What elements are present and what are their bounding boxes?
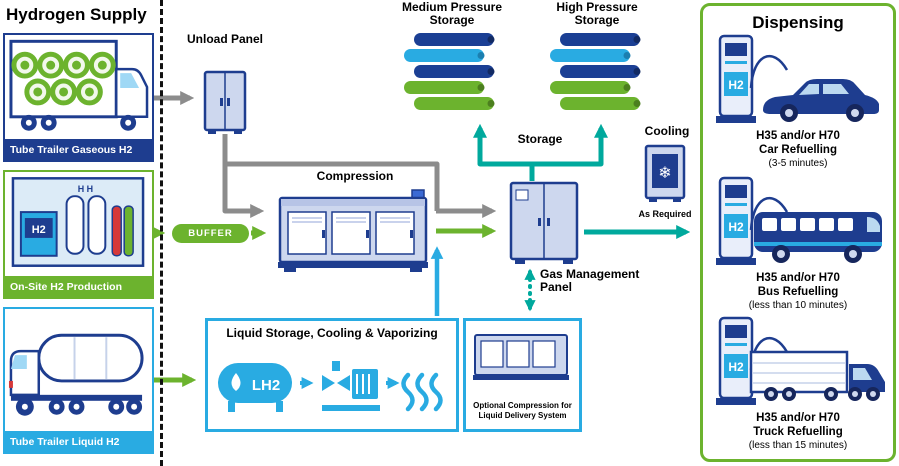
dispenser-h2-label: H2: [728, 78, 744, 92]
dispenser-icon: H2: [716, 176, 756, 265]
station-pressures: H35 and/or H70: [756, 130, 840, 142]
station-duration: (3-5 minutes): [768, 157, 828, 169]
cooling-note: As Required: [638, 209, 692, 219]
cooling-unit: ❄: [644, 144, 686, 202]
dispensing-title: Dispensing: [752, 13, 844, 32]
dispenser-icon: H2: [716, 34, 756, 123]
liquid-system-title: Liquid Storage, Cooling & Vaporizing: [226, 326, 438, 340]
arrow-gmp-to-high-storage: [529, 123, 608, 181]
supply-divider: [160, 0, 163, 466]
dispenser-h2-label: H2: [728, 220, 744, 234]
gas-cylinder-red: [111, 205, 122, 257]
liquid-trailer-illustration: [8, 333, 144, 416]
station-truck: H2 H35 and/or H70 Truck Refuel: [703, 316, 893, 460]
electrolyzer-h2-label: H2: [32, 224, 46, 236]
hose: [749, 196, 789, 231]
gas-management-label: Gas Management Panel: [540, 267, 640, 295]
medium-pressure-storage-label: Medium Pressure Storage: [401, 0, 503, 28]
storage-tank: [87, 195, 107, 255]
optional-compression-label: Optional Compression for Liquid Delivery…: [473, 401, 572, 420]
lh2-label: LH2: [252, 377, 280, 394]
supply-card-label: Tube Trailer Gaseous H2: [4, 139, 153, 161]
gas-cylinder-green: [123, 205, 134, 257]
bus-icon: [754, 212, 882, 263]
gas-management-cabinet: [509, 181, 579, 264]
onsite-production-illustration: H H H2: [11, 177, 145, 267]
snowflake-icon: ❄: [658, 165, 671, 182]
storage-label: Storage: [517, 132, 563, 146]
station-pressures: H35 and/or H70: [756, 272, 840, 284]
station-vehicle: Truck Refuelling: [753, 425, 843, 438]
liquid-system-icons: LH2: [218, 361, 443, 412]
cooling-label: Cooling: [644, 124, 690, 138]
high-pressure-storage-label: High Pressure Storage: [556, 0, 638, 28]
lh2-tank-icon: LH2: [218, 363, 292, 412]
station-vehicle: Bus Refuelling: [757, 285, 839, 298]
supply-card-onsite-production: H H H2 On-Site H2 Production: [3, 170, 154, 299]
car-icon: [763, 79, 879, 122]
station-vehicle: Car Refuelling: [759, 143, 837, 156]
compression-label: Compression: [316, 169, 394, 183]
storage-tank: [65, 195, 85, 255]
optional-compression-box: Optional Compression for Liquid Delivery…: [463, 318, 582, 432]
truck-icon: [749, 350, 885, 401]
station-car: H2 H35 and/or H70 Car Refuelling (3-5 mi…: [703, 34, 893, 174]
unload-panel-label: Unload Panel: [186, 32, 263, 46]
tank-body: [37, 333, 144, 383]
station-bus: H2 H35 and/or H70 Bus Refuel: [703, 176, 893, 316]
medium-pressure-tubes: [404, 33, 495, 110]
station-pressures: H35 and/or H70: [756, 412, 840, 424]
tank-labels: H H: [78, 184, 93, 194]
dispensing-box: Dispensing H2 H35 and/or: [700, 3, 896, 462]
compression-unit: [278, 189, 428, 272]
supply-card-gaseous-trailer: Tube Trailer Gaseous H2: [3, 33, 154, 162]
optional-compression-unit: [472, 334, 569, 380]
supply-card-liquid-trailer: Tube Trailer Liquid H2: [3, 307, 154, 454]
tail-light: [8, 380, 13, 388]
pump-icon: [322, 361, 380, 411]
vaporizer-icon: [401, 372, 443, 412]
station-duration: (less than 10 minutes): [748, 299, 848, 311]
hose: [749, 54, 789, 89]
buffer-pill: BUFFER: [172, 224, 249, 243]
supply-title: Hydrogen Supply: [6, 5, 147, 24]
tube-end-icons: [11, 51, 116, 106]
high-pressure-tubes: [550, 33, 641, 110]
supply-card-label: On-Site H2 Production: [4, 276, 153, 298]
unload-panel-cabinet: [203, 70, 247, 134]
gaseous-trailer-illustration: [9, 39, 149, 131]
storage-tube: [550, 33, 641, 110]
storage-tube: [404, 33, 495, 110]
station-duration: (less than 15 minutes): [748, 439, 848, 451]
dispenser-h2-label: H2: [728, 360, 744, 374]
pipe-unload-bypass: [225, 161, 440, 211]
pipe-unload-to-compression: [222, 134, 265, 218]
liquid-system-box: Liquid Storage, Cooling & Vaporizing LH2: [205, 318, 459, 432]
supply-card-label: Tube Trailer Liquid H2: [4, 431, 153, 453]
